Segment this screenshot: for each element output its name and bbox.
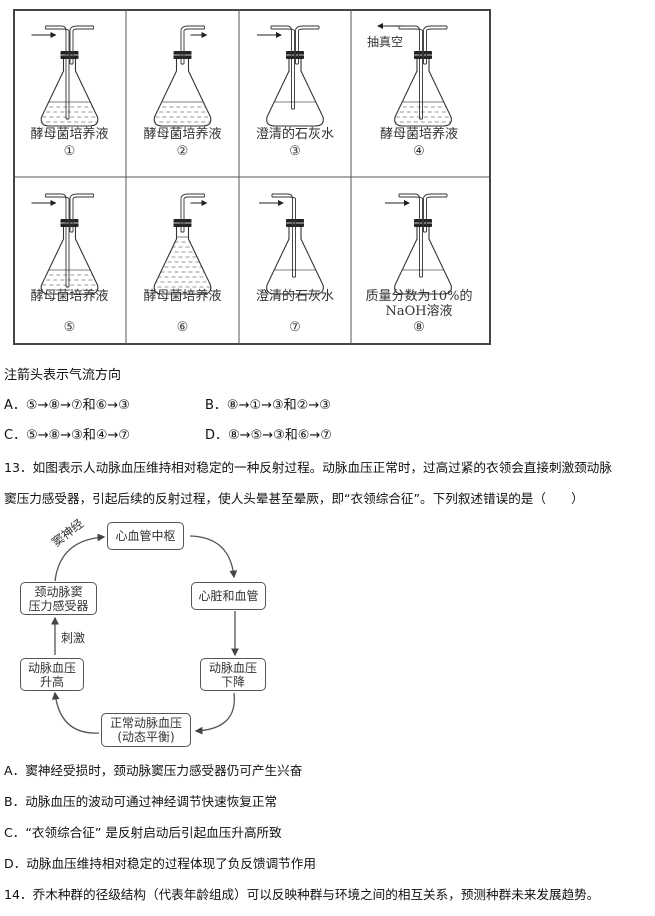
option-letter: B． (4, 794, 26, 809)
question-number: 13． (4, 460, 33, 475)
box-label: 动脉血压 (208, 660, 257, 675)
box-baroreceptor: 颈动脉窦 压力感受器 (20, 582, 97, 615)
option-text: ⑤→⑧→⑦和⑥→③ (25, 398, 130, 413)
flask-cell: 抽真空酵母菌培养液 ④ (351, 9, 487, 177)
option-text: “衣领综合征” 是反射启动后引起血压升高所致 (25, 825, 282, 840)
option-text: 动脉血压的波动可通过神经调节快速恢复正常 (25, 794, 278, 809)
flask-cell: 澄清的石灰水 ③ (239, 9, 351, 177)
flask-number: ④ (413, 144, 425, 159)
flask-number: ⑥ (176, 320, 189, 335)
box-label: 压力感受器 (28, 598, 89, 613)
box-label: 心血管中枢 (115, 529, 176, 543)
flask-cell: 酵母菌培养液 ⑥ (126, 177, 239, 343)
question-14: 14．乔木种群的径级结构（代表年龄组成）可以反映种群与环境之间的相互关系，预测种… (4, 887, 599, 903)
flask-icon (377, 23, 452, 127)
arrow-normal-to-rise (51, 691, 100, 734)
flask-cell: 澄清的石灰水 ⑦ (239, 177, 351, 343)
flask-label: 澄清的石灰水 (255, 127, 334, 142)
q13-option-b[interactable]: B．动脉血压的波动可通过神经调节快速恢复正常 (4, 794, 277, 810)
q13-option-d[interactable]: D．动脉血压维持相对稳定的过程体现了负反馈调节作用 (4, 856, 316, 872)
option-letter: A． (4, 763, 26, 778)
flask-number: ② (176, 144, 189, 159)
flask-number: ① (63, 144, 76, 159)
diagram-arrows (51, 533, 239, 735)
flask-icon (153, 25, 212, 127)
question-13-line1: 13．如图表示人动脉血压维持相对稳定的一种反射过程。动脉血压正常时，过高过紧的衣… (4, 460, 612, 476)
flask-icon (257, 25, 324, 127)
arrow-drop-to-normal (194, 692, 235, 735)
option-letter: D． (4, 856, 27, 871)
vacuum-label: 抽真空 (367, 35, 404, 49)
box-label: 正常动脉血压 (109, 716, 182, 730)
box-pressure-drop: 动脉血压 下降 (200, 658, 266, 691)
option-d[interactable]: D．⑧→⑤→③和⑥→⑦ (205, 428, 332, 444)
option-letter: C． (4, 428, 27, 443)
flask-label: NaOH溶液 (385, 304, 453, 319)
flask-label: 酵母菌培养液 (379, 127, 458, 142)
option-c[interactable]: C．⑤→⑧→③和④→⑦ (4, 428, 130, 444)
flask-number: ⑦ (289, 320, 301, 335)
flask-cell: 酵母菌培养液 ⑤ (13, 177, 126, 343)
box-label: 升高 (39, 674, 64, 689)
figure-note: 注箭头表示气流方向 (4, 368, 122, 383)
box-pressure-rise: 动脉血压 升高 (20, 658, 84, 691)
flask-icon (31, 193, 99, 295)
flask-icon (259, 193, 324, 295)
flask-cell: 酵母菌培养液 ① (13, 9, 126, 177)
box-label: 颈动脉窦 (34, 584, 83, 599)
grid-lines (13, 9, 491, 345)
option-text: ⑧→①→③和②→③ (226, 398, 331, 413)
flask-number: ③ (289, 144, 301, 159)
flask-icon (385, 193, 452, 295)
box-cardio-center: 心血管中枢 (107, 522, 184, 550)
option-b[interactable]: B．⑧→①→③和②→③ (205, 398, 331, 414)
box-normal-pressure: 正常动脉血压 (动态平衡) (101, 713, 191, 747)
flask-label: 酵母菌培养液 (30, 289, 109, 304)
q13-option-a[interactable]: A．窦神经受损时，颈动脉窦压力感受器仍可产生兴奋 (4, 763, 302, 779)
label-stimulus: 刺激 (61, 631, 86, 645)
reflex-diagram: 心血管中枢 心脏和血管 动脉血压 下降 正常动脉血压 (动态平衡) 动脉血压 升… (0, 515, 290, 755)
option-letter: C． (4, 825, 26, 840)
flask-number: ⑧ (413, 320, 425, 335)
box-heart-vessels: 心脏和血管 (191, 582, 266, 610)
option-text: 窦神经受损时，颈动脉窦压力感受器仍可产生兴奋 (25, 763, 303, 778)
flask-label: 酵母菌培养液 (30, 127, 109, 142)
option-letter: A． (4, 398, 26, 413)
option-text: 动脉血压维持相对稳定的过程体现了负反馈调节作用 (26, 856, 316, 871)
arrow-receptor-to-center (54, 533, 106, 582)
option-a[interactable]: A．⑤→⑧→⑦和⑥→③ (4, 398, 130, 414)
flask-icon (153, 193, 212, 295)
question-text: 如图表示人动脉血压维持相对稳定的一种反射过程。动脉血压正常时，过高过紧的衣领会直… (32, 460, 612, 475)
flask-cell: 酵母菌培养液 ② (126, 9, 239, 177)
question-13-line2: 窦压力感受器，引起后续的反射过程，使人头晕甚至晕厥，即“衣领综合征”。下列叙述错… (4, 491, 584, 506)
box-label: 动脉血压 (27, 660, 76, 675)
box-label: 下降 (220, 674, 245, 689)
option-letter: D． (205, 428, 229, 443)
flask-label: 酵母菌培养液 (143, 289, 222, 304)
option-text: ⑧→⑤→③和⑥→⑦ (228, 428, 332, 443)
option-letter: B． (205, 398, 227, 413)
q13-option-c[interactable]: C．“衣领综合征” 是反射启动后引起血压升高所致 (4, 825, 282, 841)
flask-number: ⑤ (63, 320, 76, 335)
flask-icon (31, 25, 99, 127)
box-label: 心脏和血管 (198, 589, 259, 603)
question-text: 乔木种群的径级结构（代表年龄组成）可以反映种群与环境之间的相互关系，预测种群未来… (32, 887, 600, 902)
flask-label: 质量分数为10%的 (365, 289, 473, 304)
flask-label: 澄清的石灰水 (255, 289, 334, 304)
arrow-center-to-heart (189, 535, 238, 579)
question-number: 14． (4, 887, 33, 902)
flask-label: 酵母菌培养液 (143, 127, 222, 142)
option-text: ⑤→⑧→③和④→⑦ (26, 428, 131, 443)
box-label: (动态平衡) (117, 730, 175, 744)
